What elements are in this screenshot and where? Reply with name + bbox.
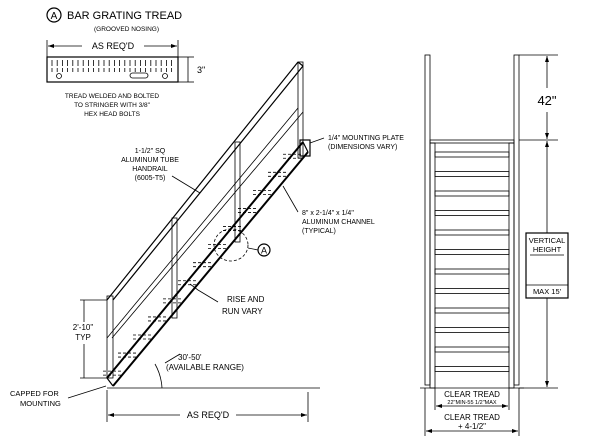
front-tread <box>434 210 510 216</box>
top-plate <box>429 139 515 144</box>
handrail-top-line <box>106 61 299 301</box>
tread-depth-label: 3" <box>197 65 205 75</box>
channel-label-2: ALUMINUM CHANNEL <box>302 219 375 226</box>
handrail-label-2: ALUMINUM TUBE <box>121 157 179 164</box>
capped-label-2: MOUNTING <box>20 399 61 408</box>
right-outer-post <box>513 54 520 386</box>
channel-label-1: 8" x 2-1/4" x 1/4" <box>302 210 354 217</box>
front-tread <box>434 307 510 314</box>
tread-grating-slots <box>51 60 173 72</box>
handrail-post <box>106 295 114 379</box>
base-length-dimension: AS REQ'D <box>106 390 309 422</box>
capped-label-1: CAPPED FOR <box>10 389 59 398</box>
front-tread <box>434 268 510 275</box>
max-height-label: MAX 15' <box>533 287 562 296</box>
front-tread <box>434 366 510 372</box>
detail-callout-letter: A <box>261 246 267 256</box>
detail-subtitle: (GROOVED NOSING) <box>94 26 159 33</box>
front-tread <box>434 327 510 333</box>
tread-outline <box>46 56 179 83</box>
left-stringer <box>429 142 436 389</box>
tread-width-label: AS REQ'D <box>92 41 135 51</box>
detail-marker-letter: A <box>51 11 58 22</box>
front-tread <box>434 288 510 294</box>
stair-front-view: 42" VERTICAL HEIGHT MAX 15' CLEAR TREAD … <box>420 54 569 436</box>
tread-note-line-3: HEX HEAD BOLTS <box>84 111 141 118</box>
front-tread <box>434 249 510 255</box>
dashed-treads <box>103 153 303 376</box>
handrail-label-1: 1-1/2" SQ <box>135 148 166 155</box>
detail-callout-marker <box>257 243 271 257</box>
angle-label-1: 30'-50' <box>178 353 202 362</box>
bolt-hole-icon <box>56 73 62 79</box>
clear-tread-range: 22"MIN-55 1/2"MAX <box>447 400 496 406</box>
vertical-height-box <box>525 232 569 299</box>
stringer-bottom-line <box>112 151 309 387</box>
rail-height-label-1: 2'-10" <box>73 323 94 332</box>
detail-marker-circle <box>46 7 62 23</box>
front-tread <box>434 346 510 353</box>
handrail-label-3: HANDRAIL <box>132 166 168 173</box>
overall-width-label-1: CLEAR TREAD <box>444 413 500 422</box>
front-tread <box>434 190 510 197</box>
slotted-hole-icon <box>129 72 149 79</box>
detail-title: BAR GRATING TREAD <box>67 10 182 22</box>
channel-label-3: (TYPICAL) <box>302 228 336 235</box>
tread-depth-dimension: 3" <box>178 56 205 83</box>
right-stringer <box>508 142 515 389</box>
tread-note-line-2: TO STRINGER WITH 3/8" <box>74 102 151 109</box>
handrail-posts <box>106 61 304 379</box>
vertical-height-label-2: HEIGHT <box>533 245 562 254</box>
rise-run-label-2: RUN VARY <box>222 307 263 316</box>
mounting-plate <box>299 139 311 157</box>
bolt-hole-icon <box>162 73 168 79</box>
front-tread <box>434 229 510 236</box>
front-treads <box>434 151 510 372</box>
handrail-post <box>171 217 178 319</box>
detail-callout-circle <box>213 228 249 262</box>
angle-label-2: (AVAILABLE RANGE) <box>166 363 244 372</box>
stair-side-view: 1/4" MOUNTING PLATE (DIMENSIONS VARY) 8"… <box>10 61 404 422</box>
rail-height-42-label: 42" <box>537 93 556 108</box>
bar-grating-tread-detail: A BAR GRATING TREAD (GROOVED NOSING) AS … <box>46 7 205 118</box>
left-outer-post <box>424 54 431 386</box>
angle-arc <box>154 363 163 389</box>
front-tread <box>434 151 510 158</box>
overall-width-label-2: + 4-1/2" <box>458 422 486 431</box>
tread-width-dimension: AS REQ'D <box>46 40 179 57</box>
vertical-height-label-1: VERTICAL <box>529 236 566 245</box>
mounting-plate-label-1: 1/4" MOUNTING PLATE <box>328 135 404 142</box>
mid-rail-line <box>106 107 299 339</box>
handrail-post <box>234 141 241 243</box>
rail-height-label-2: TYP <box>75 333 91 342</box>
clear-tread-label: CLEAR TREAD <box>444 390 500 399</box>
front-tread <box>434 171 510 177</box>
handrail-label-4: (6005-T5) <box>135 175 166 182</box>
rise-run-label-1: RISE AND <box>227 295 265 304</box>
mounting-plate-label-2: (DIMENSIONS VARY) <box>328 144 397 151</box>
base-length-label: AS REQ'D <box>187 410 230 420</box>
tread-note-line-1: TREAD WELDED AND BOLTED <box>65 93 159 100</box>
